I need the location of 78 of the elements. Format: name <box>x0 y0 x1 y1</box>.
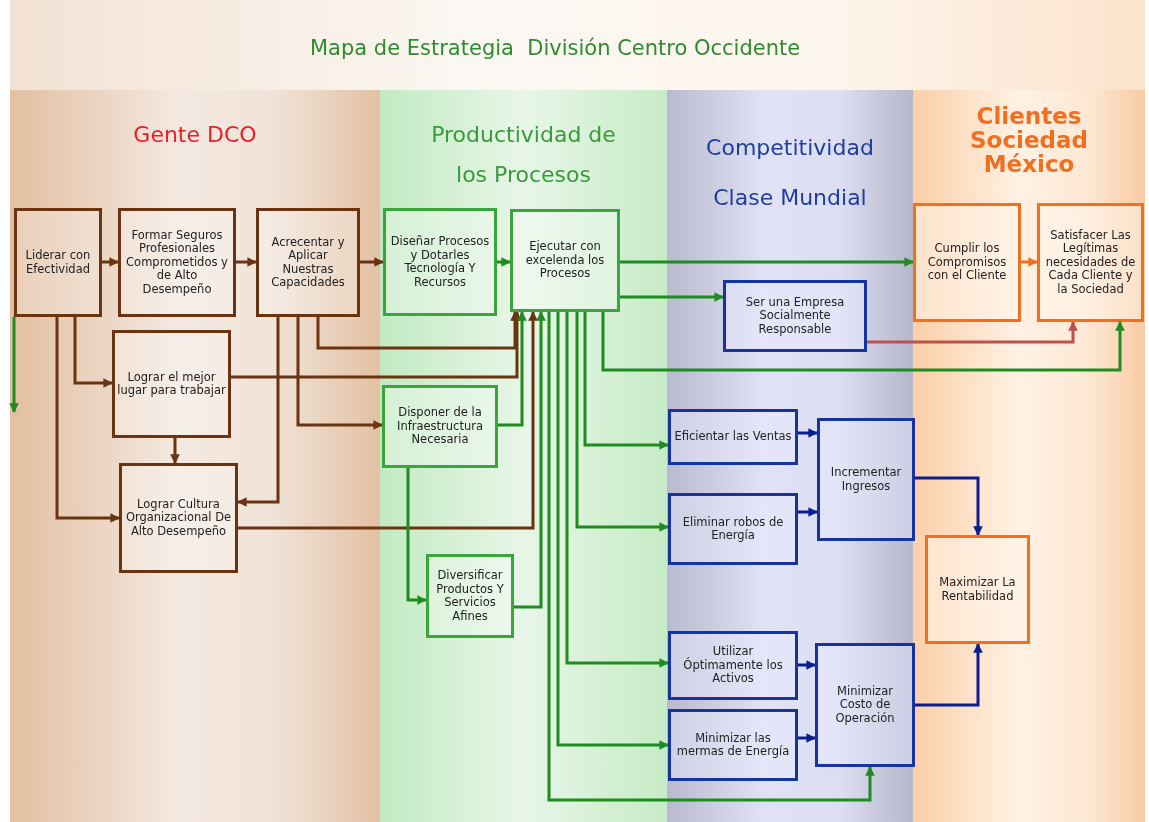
connector-arrow <box>498 311 527 427</box>
connector-arrow <box>915 643 983 707</box>
objective-box <box>668 631 798 700</box>
box-label: Formar Seguros Profesionales Comprometidos y de Alto Desempeño <box>125 228 229 297</box>
box-label: Cumplir los Compromisos con el Cliente <box>926 242 1008 283</box>
connector-arrow <box>620 257 914 267</box>
objective-box <box>14 208 102 317</box>
connector-arrow <box>236 257 257 267</box>
objective-box <box>1037 203 1144 322</box>
objective-box <box>256 208 360 317</box>
box-label: Utilizar Óptimamente los Activos <box>682 645 784 686</box>
objective-box <box>913 203 1021 322</box>
connector-arrow <box>798 428 818 438</box>
free-arrow <box>9 317 19 413</box>
connector-arrow <box>583 312 669 450</box>
connector-arrow <box>296 317 383 430</box>
connector-arrow <box>497 257 511 267</box>
box-label: Ejecutar con excelenda los Procesos <box>524 240 606 281</box>
box-label: Minimizar Costo de Operación <box>834 684 896 726</box>
band-heading: Clientes Sociedad México <box>969 104 1089 176</box>
box-label: Diversificar Productos Y Servicios Afines <box>435 569 505 623</box>
connector-arrow <box>406 468 427 605</box>
title: Mapa de Estrategia División Centro Occidente <box>310 36 801 60</box>
box-label: Liderar con Efectividad <box>24 249 92 276</box>
connector-arrow <box>102 257 119 267</box>
objective-box <box>723 280 867 352</box>
objective-box <box>668 409 798 465</box>
box-label: Lograr el mejor lugar para trabajar <box>117 370 226 398</box>
box-label: Maximizar La Rentabilidad <box>938 576 1017 603</box>
objective-box <box>118 208 236 317</box>
connector-arrow <box>231 311 522 379</box>
connector-arrow <box>565 312 669 668</box>
objective-box <box>426 554 514 638</box>
box-label: Diseñar Procesos y Dotarles Tecnología Y Recursos <box>389 235 491 289</box>
connector-arrow <box>798 507 818 517</box>
box-label: Incrementar Ingresos <box>829 466 903 493</box>
connector-arrow <box>360 257 384 267</box>
box-label: Satisfacer Las Legítimas necesidades de Cada Cliente y la Sociedad <box>1044 228 1137 297</box>
box-label: Ser una Empresa Socialmente Responsable <box>744 295 846 337</box>
connector-arrow <box>238 311 538 530</box>
objective-box <box>510 209 620 312</box>
box-label: Lograr Cultura Organizacional De Alto Desempeño <box>124 497 233 539</box>
box-label: Eliminar robos de Energía <box>681 515 785 543</box>
column-band <box>667 90 913 822</box>
objective-box <box>668 709 798 781</box>
objective-box <box>815 643 915 767</box>
objective-box <box>817 418 915 541</box>
objective-box <box>668 493 798 565</box>
connector-arrow <box>620 292 724 302</box>
connector-arrow <box>547 312 875 802</box>
band-heading: Gente DCO <box>132 121 258 149</box>
column-band <box>380 90 667 822</box>
connector-arrow <box>1021 257 1038 267</box>
connector-arrow <box>55 317 120 523</box>
column-band <box>913 90 1145 822</box>
connector-arrow <box>867 321 1078 344</box>
connector-arrow <box>798 660 816 670</box>
connector-arrow <box>514 311 546 609</box>
objective-box <box>112 330 231 438</box>
box-label: Minimizar las mermas de Energía <box>675 731 791 759</box>
band-heading: Productividad de los Procesos <box>430 121 617 189</box>
objective-box <box>383 208 497 316</box>
connector-arrow <box>73 317 113 388</box>
connector-arrow <box>575 312 669 532</box>
connector-arrow <box>237 317 280 507</box>
box-label: Eficientar las Ventas <box>674 430 792 444</box>
objective-box <box>119 463 238 573</box>
box-label: Acrecentar y Aplicar Nuestras Capacidades <box>270 235 346 290</box>
connector-arrow <box>556 312 669 750</box>
connector-arrow <box>170 438 180 464</box>
box-label: Disponer de la Infraestructura Necesaria <box>396 406 484 447</box>
connector-arrow <box>601 312 1125 372</box>
band-heading: Competitividad Clase Mundial <box>705 134 875 212</box>
connector-arrow <box>915 476 983 536</box>
column-band <box>10 90 380 822</box>
objective-box <box>925 535 1030 644</box>
connector-arrow <box>798 733 816 743</box>
objective-box <box>382 385 498 468</box>
